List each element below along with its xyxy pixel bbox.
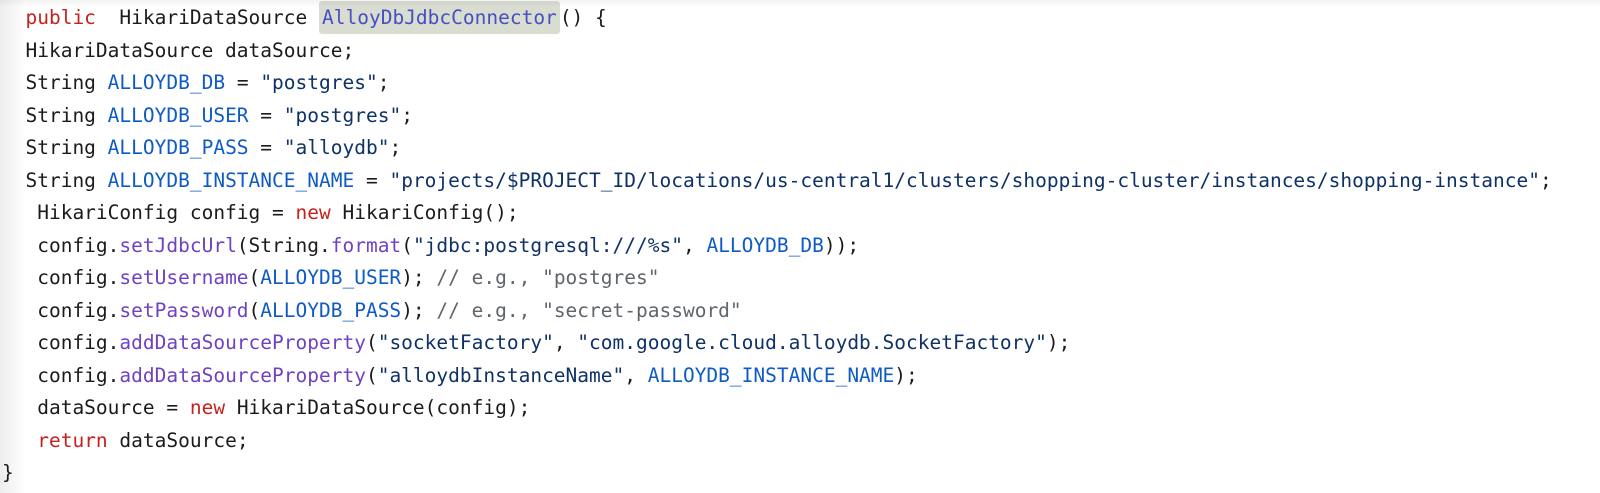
code-token: config. [2, 266, 120, 289]
code-token: config. [2, 298, 120, 322]
code-token: ( [248, 266, 261, 289]
code-token: ALLOYDB_DB [706, 233, 824, 257]
code-token: "com.google.cloud.alloydb.SocketFactory" [577, 331, 1047, 354]
code-token: ; [377, 71, 390, 94]
code-token: ( [365, 363, 378, 387]
code-token: dataSource = [2, 396, 190, 419]
code-token: = [248, 136, 284, 159]
code-token: ); [894, 363, 918, 387]
code-token: = [225, 71, 261, 94]
code-token: // e.g., "secret-password" [436, 298, 742, 322]
code-line: String ALLOYDB_USER = "postgres"; [2, 100, 1600, 133]
code-token: HikariDataSource dataSource; [2, 38, 355, 62]
code-token: } [2, 461, 14, 484]
code-token: ALLOYDB_INSTANCE_NAME [647, 363, 895, 387]
code-line: } [2, 457, 1600, 490]
code-token: "jdbc:postgresql:///%s" [412, 233, 683, 257]
code-line: return dataSource; [2, 425, 1600, 458]
code-token: ( [401, 233, 413, 257]
code-token: config. [2, 331, 120, 354]
code-token: , [682, 233, 707, 257]
code-token: String [2, 71, 108, 94]
code-token: ); [401, 298, 437, 322]
code-token: ALLOYDB_PASS [107, 136, 249, 159]
code-line: String ALLOYDB_INSTANCE_NAME = "projects… [2, 165, 1600, 198]
code-token: setPassword [119, 298, 249, 322]
code-token: dataSource; [107, 428, 249, 452]
code-line: config.setUsername(ALLOYDB_USER); // e.g… [2, 262, 1600, 295]
code-token: = [248, 103, 284, 127]
code-token: "alloydbInstanceName" [377, 363, 625, 387]
code-token: ALLOYDB_DB [107, 71, 226, 94]
code-token [2, 429, 37, 452]
code-token: setJdbcUrl [119, 233, 237, 257]
code-token: String [2, 136, 108, 159]
code-token: ; [1539, 168, 1552, 192]
code-token: return [37, 428, 108, 452]
code-token: new [189, 396, 226, 419]
code-token: ; [401, 103, 413, 127]
code-token: config. [2, 233, 120, 257]
code-token: HikariDataSource [95, 6, 319, 29]
code-token: = [354, 168, 390, 192]
code-token: )); [823, 233, 860, 257]
code-token: setUsername [119, 266, 249, 289]
code-line: public HikariDataSource AlloyDbJdbcConne… [2, 1, 1600, 35]
code-line: config.setJdbcUrl(String.format("jdbc:po… [2, 230, 1600, 263]
code-line: config.addDataSourceProperty("socketFact… [2, 327, 1600, 360]
code-token: ; [389, 136, 402, 159]
code-line: HikariDataSource dataSource; [2, 35, 1600, 68]
code-token: ( [248, 298, 261, 322]
code-token: public [25, 6, 96, 29]
code-token: ALLOYDB_USER [107, 103, 249, 127]
code-token: HikariConfig(); [330, 201, 519, 224]
code-token: addDataSourceProperty [119, 331, 366, 354]
code-token: HikariDataSource(config); [225, 396, 531, 419]
code-token: "alloydb" [283, 136, 390, 159]
code-line: dataSource = new HikariDataSource(config… [2, 392, 1600, 425]
code-line: config.addDataSourceProperty("alloydbIns… [2, 360, 1600, 393]
code-token: "projects/$PROJECT_ID/locations/us-centr… [389, 168, 1540, 192]
code-token [2, 6, 25, 29]
code-token: (String. [236, 233, 331, 257]
code-token: "postgres" [260, 71, 378, 94]
code-token: ALLOYDB_PASS [260, 298, 402, 322]
code-token: new [295, 201, 331, 224]
code-token: String [2, 103, 108, 127]
code-token: ); [1046, 331, 1071, 354]
code-token: // e.g., "postgres" [436, 266, 660, 289]
code-token: HikariConfig config = [2, 201, 296, 224]
code-token: ALLOYDB_USER [260, 266, 402, 289]
code-line: String ALLOYDB_DB = "postgres"; [2, 67, 1600, 100]
code-token: ALLOYDB_INSTANCE_NAME [107, 168, 355, 192]
code-line: HikariConfig config = new HikariConfig()… [2, 197, 1600, 230]
highlighted-symbol: AlloyDbJdbcConnector [319, 1, 560, 34]
code-token: () { [559, 6, 607, 29]
code-token: "postgres" [283, 103, 402, 127]
code-token: "socketFactory" [377, 331, 554, 354]
code-token: format [330, 233, 402, 257]
code-token: , [624, 363, 648, 387]
code-token: , [553, 331, 578, 354]
code-token: config. [2, 363, 120, 387]
code-line: String ALLOYDB_PASS = "alloydb"; [2, 132, 1600, 165]
code-line: config.setPassword(ALLOYDB_PASS); // e.g… [2, 295, 1600, 328]
code-token: addDataSourceProperty [119, 363, 366, 387]
code-token: ); [401, 266, 437, 289]
code-token: ( [365, 331, 378, 354]
code-token: String [2, 168, 108, 192]
